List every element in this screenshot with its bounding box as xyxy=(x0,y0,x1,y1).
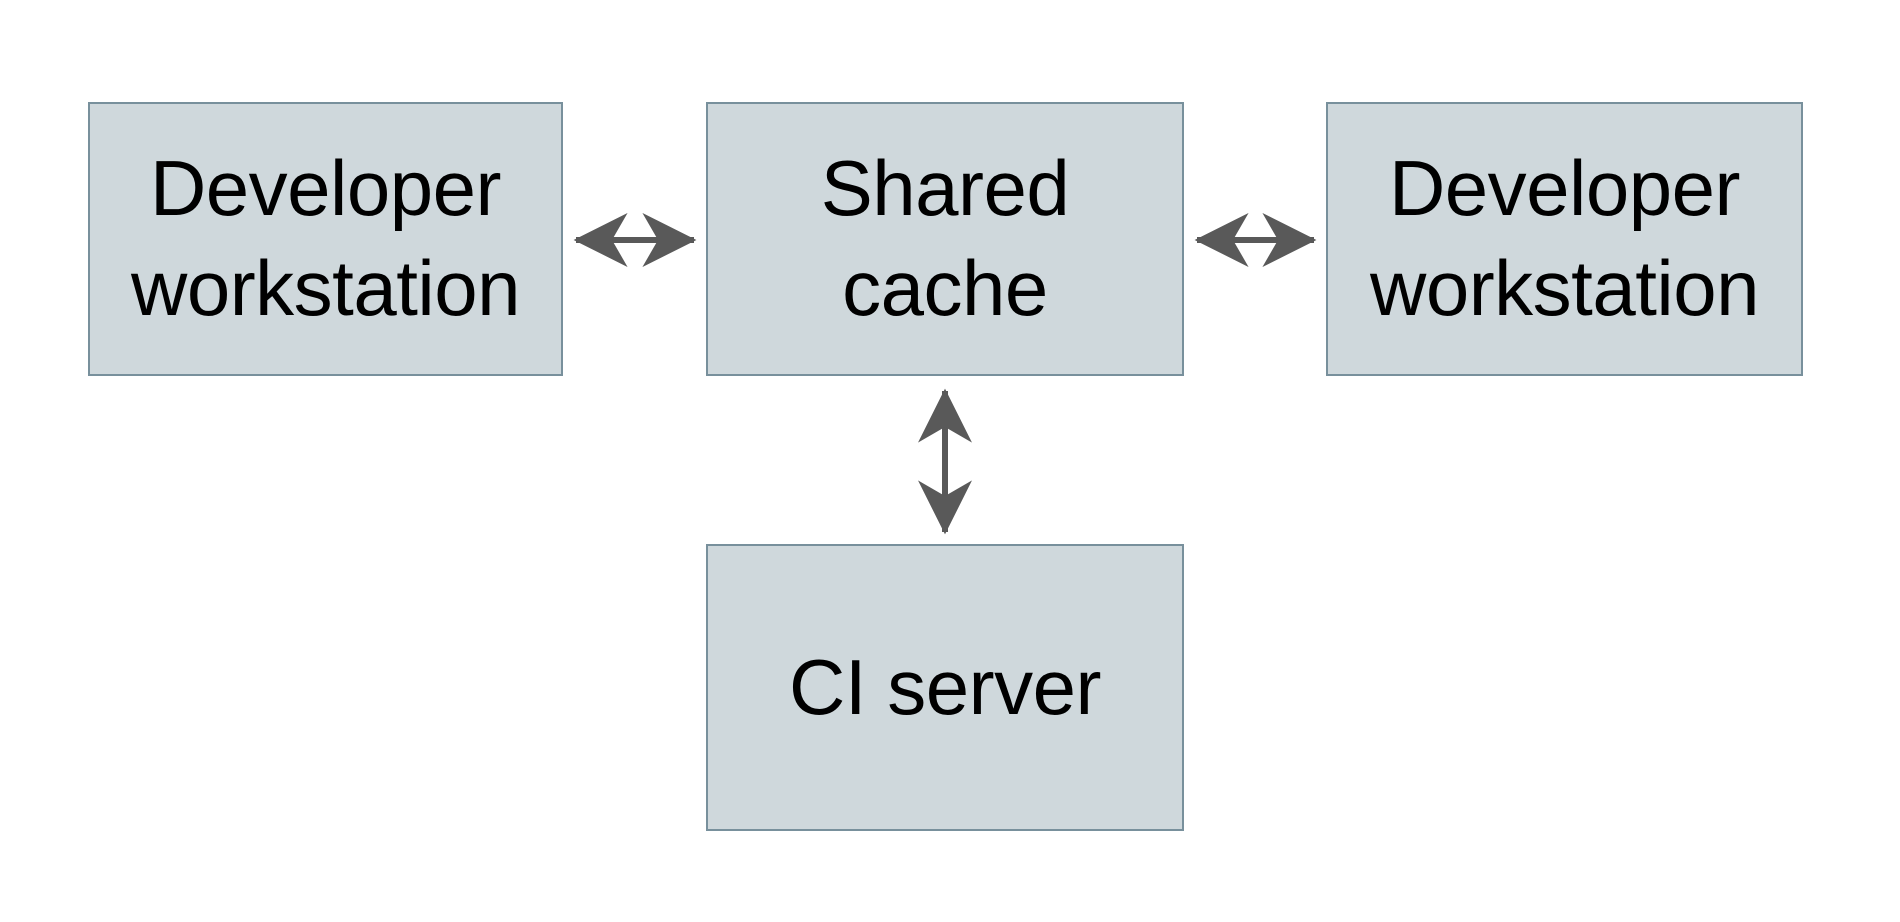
node-label: Developer workstation xyxy=(131,144,521,332)
node-developer-workstation-left[interactable]: Developer workstation xyxy=(88,102,563,376)
node-ci-server[interactable]: CI server xyxy=(706,544,1184,831)
node-developer-workstation-right[interactable]: Developer workstation xyxy=(1326,102,1803,376)
node-shared-cache[interactable]: Shared cache xyxy=(706,102,1184,376)
node-label: Developer workstation xyxy=(1370,144,1760,332)
node-label: CI server xyxy=(789,642,1101,731)
node-label: Shared cache xyxy=(820,144,1070,332)
